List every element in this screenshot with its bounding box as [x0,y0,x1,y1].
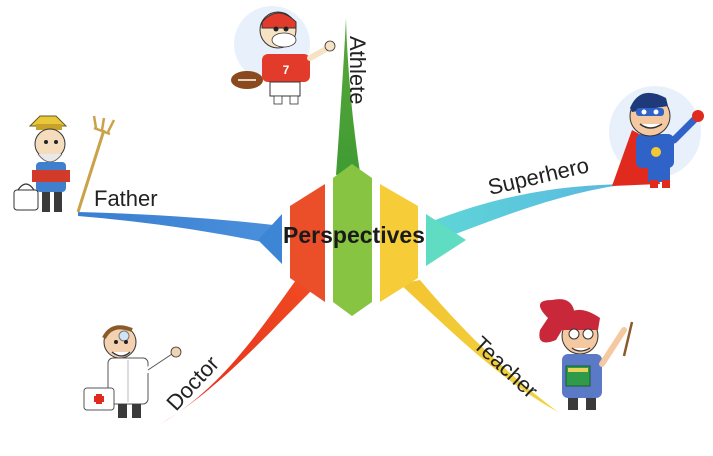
hex-segment-yellow [380,184,418,302]
teacher-icon [539,299,634,410]
branch-father-ribbon [78,212,282,246]
center-title: Perspectives [283,222,425,248]
branch-label-teacher: Teacher [469,331,543,403]
hex-left-arrow [258,214,282,264]
center-hexagon: Perspectives [258,164,466,316]
doctor-icon [83,325,182,418]
farmer-with-pitchfork-icon [13,115,116,213]
branch-superhero-ribbon [430,184,628,240]
superhero-icon [609,86,704,188]
branch-label-father: Father [94,186,158,211]
branch-label-athlete: Athlete [345,36,370,105]
branch-teacher-ribbon [400,280,558,412]
svg-text:7: 7 [283,63,290,77]
branch-doctor-ribbon [160,280,312,424]
football-player-icon: 7 [231,6,336,105]
branch-athlete-ribbon [336,18,360,175]
hex-right-arrow [426,214,466,266]
hex-segment-red [290,184,325,302]
hex-segment-green [333,164,372,316]
